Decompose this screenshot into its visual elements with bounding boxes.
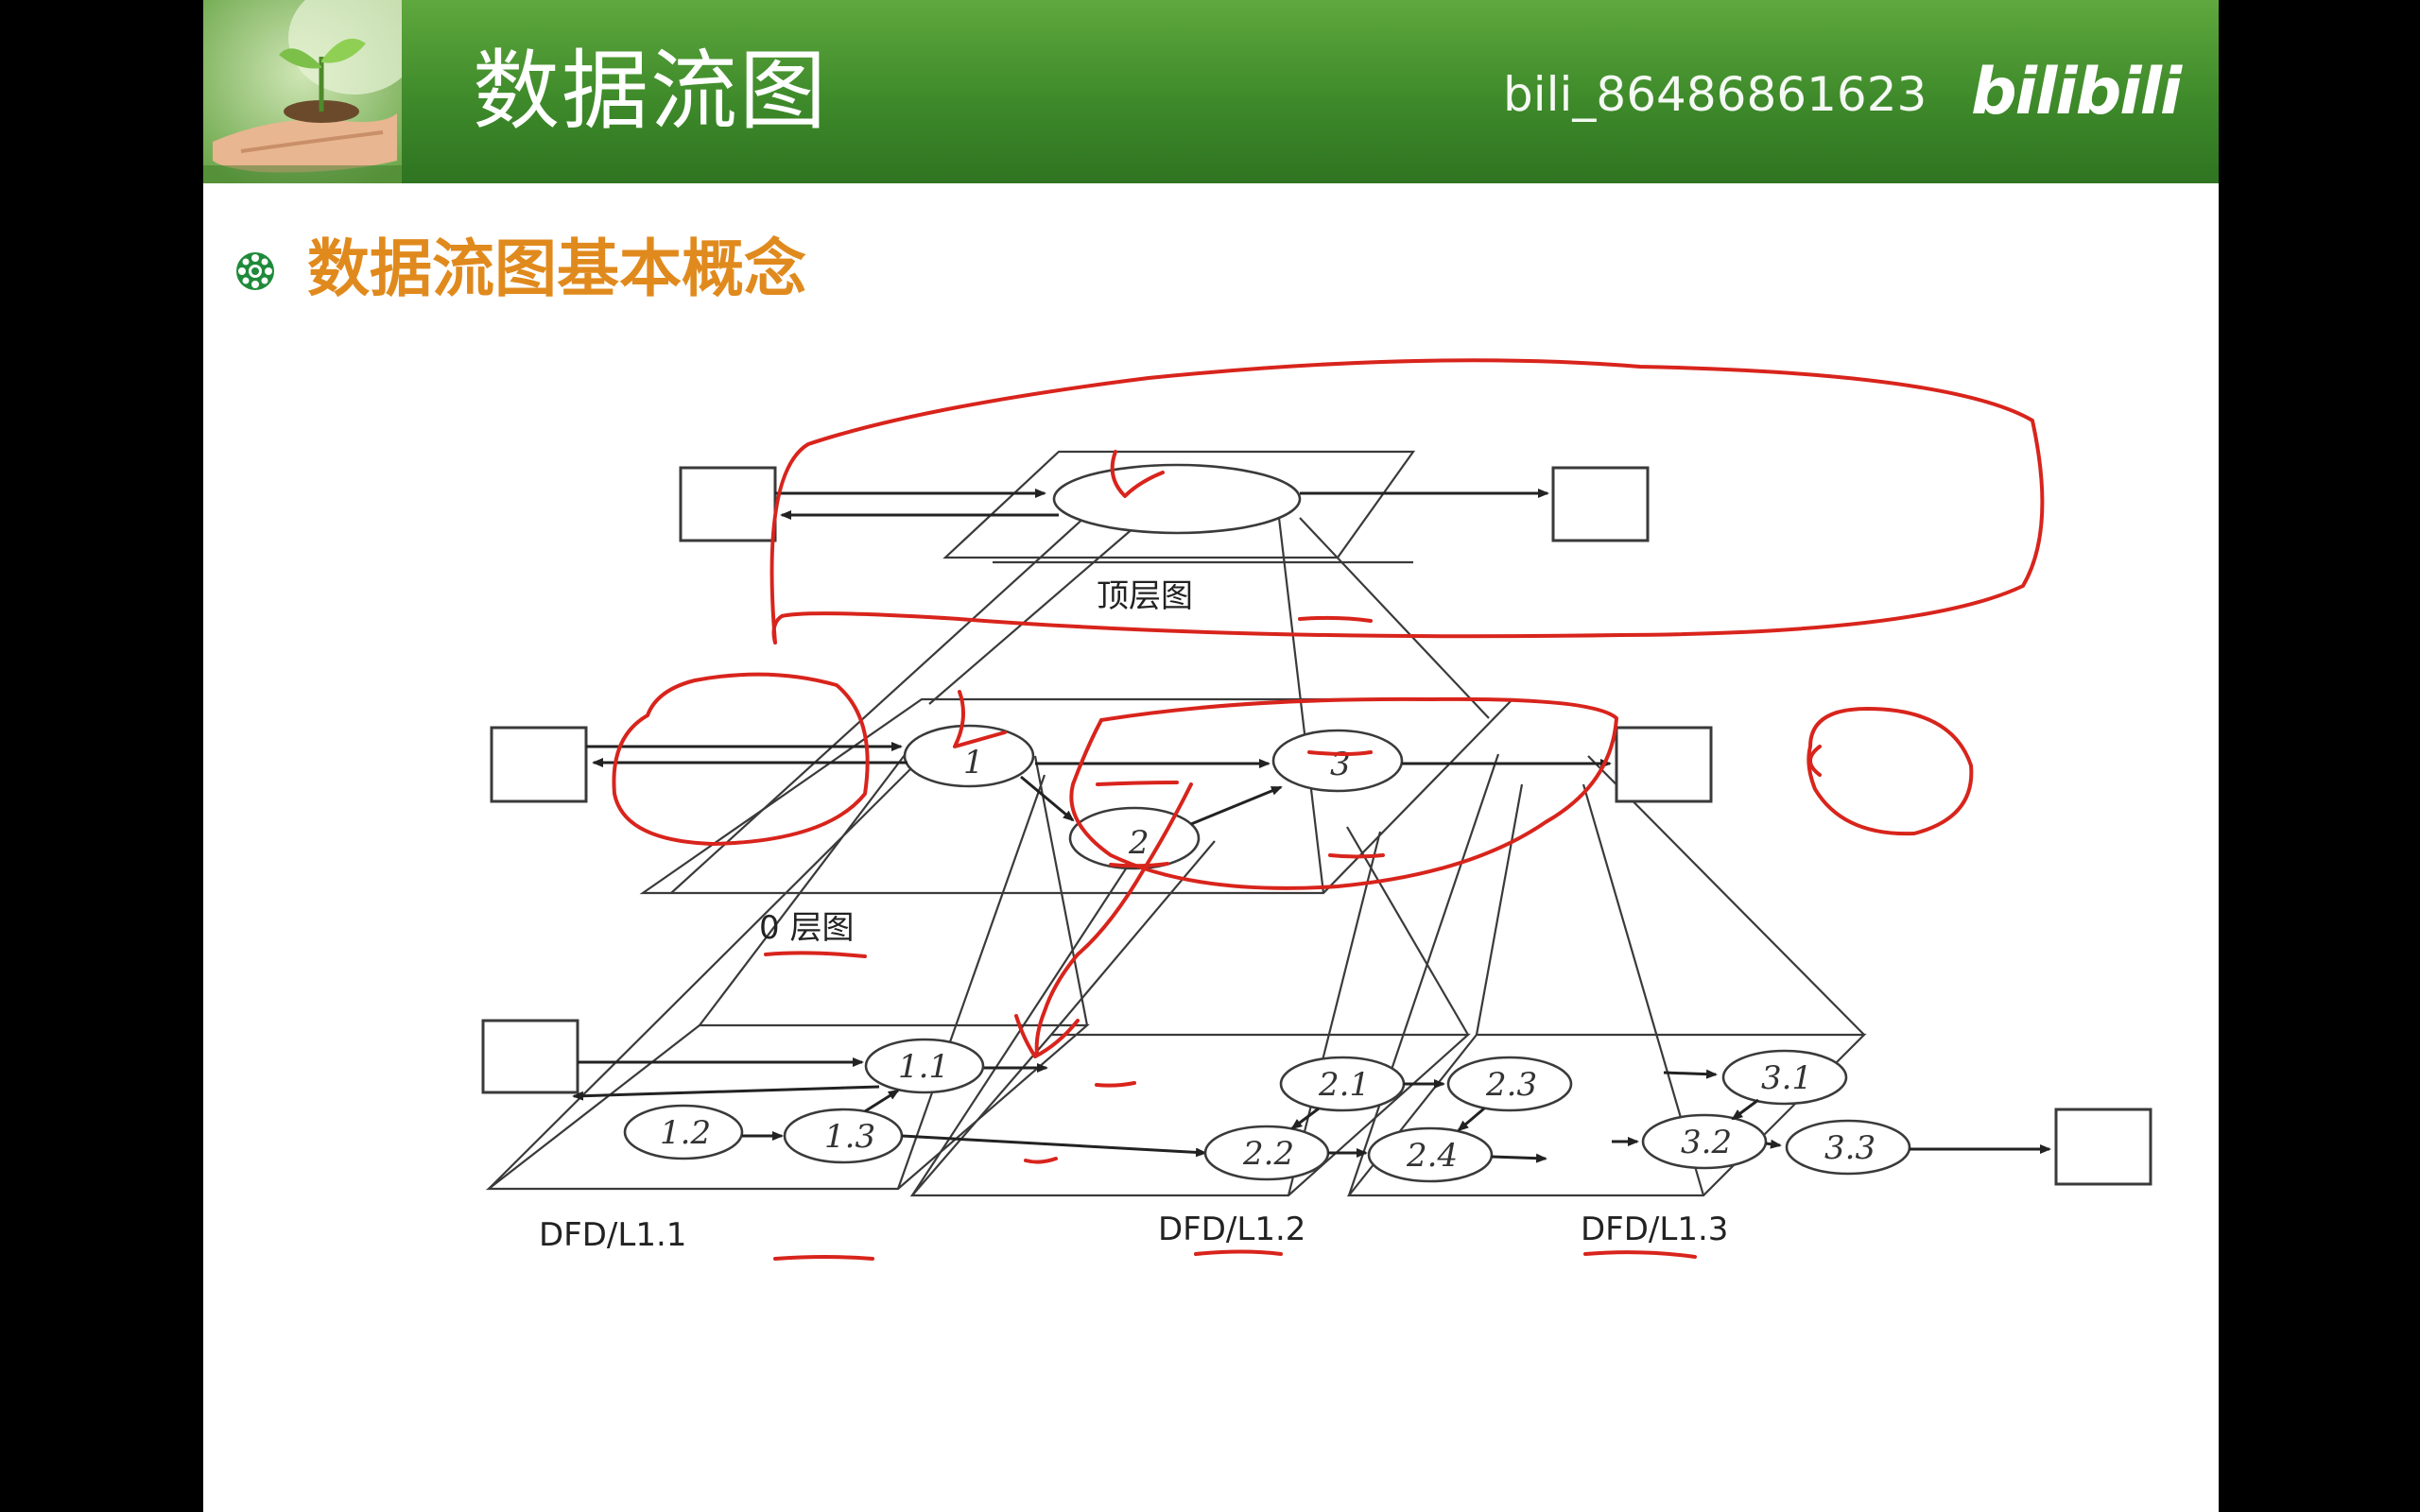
dfd-l12: 2.1 2.2 2.3 2.4 DFD/L1.2 — [1158, 1056, 1573, 1248]
level0-sink-box — [1615, 726, 1713, 803]
watermark-username: bili_86486861623 — [1503, 67, 1927, 122]
red-loop-top — [769, 358, 2045, 644]
process-2-3-label: 2.3 — [1485, 1066, 1537, 1104]
top-level-caption: 顶层图 — [1097, 577, 1193, 615]
red-annotations — [612, 358, 2045, 1261]
top-source-box — [679, 466, 777, 542]
red-loop-left — [612, 672, 870, 846]
process-2-1-label: 2.1 — [1318, 1066, 1370, 1104]
slide-title: 数据流图 — [473, 41, 829, 142]
red-arrow-down — [1034, 782, 1193, 1056]
process-2-2-label: 2.2 — [1242, 1135, 1294, 1173]
process-3-label: 3 — [1330, 746, 1351, 783]
level0-caption: 0 层图 — [759, 909, 854, 947]
process-3-2 — [1641, 1113, 1768, 1170]
process-1-2 — [623, 1104, 744, 1160]
l13-sink-box — [2054, 1108, 2152, 1186]
process-2 — [1068, 806, 1201, 870]
process-1-2-label: 1.2 — [660, 1114, 711, 1152]
top-sink-box — [1551, 466, 1650, 542]
red-loop-middle — [1069, 696, 1618, 890]
l11-caption: DFD/L1.1 — [539, 1216, 686, 1254]
process-2-3 — [1446, 1056, 1573, 1112]
dfd-l11: 1.1 1.2 1.3 DFD/L1.1 — [481, 1019, 1207, 1254]
section-heading: 数据流图基本概念 — [307, 232, 806, 305]
process-2-label: 2 — [1128, 824, 1150, 862]
dfd-layer-diagram: 顶层图 1 2 3 0 层图 1.1 1.2 — [481, 358, 2152, 1261]
dfd-l13: 3.1 3.2 3.3 DFD/L1.3 — [1581, 1049, 2152, 1248]
flower-bullet-icon — [236, 252, 274, 290]
process-3-3-label: 3.3 — [1824, 1129, 1876, 1167]
title-banner: 数据流图 bili_86486861623 bilibili — [203, 0, 2219, 183]
process-1-label: 1 — [963, 744, 984, 782]
process-3-1 — [1721, 1049, 1848, 1106]
process-2-4 — [1367, 1126, 1494, 1183]
seedling-in-hands-image — [203, 0, 402, 183]
process-3-1-label: 3.1 — [1761, 1059, 1812, 1097]
l12-caption: DFD/L1.2 — [1158, 1211, 1305, 1248]
process-1-1 — [864, 1038, 985, 1094]
top-process-oval — [1052, 463, 1302, 535]
process-1 — [903, 724, 1035, 788]
process-3-3 — [1785, 1119, 1911, 1176]
top-level: 顶层图 — [679, 463, 1650, 615]
process-3-2-label: 3.2 — [1681, 1124, 1732, 1161]
level0: 1 2 3 0 层图 — [490, 724, 1713, 947]
bilibili-logo: bilibili — [1971, 55, 2182, 129]
l11-source-box — [481, 1019, 579, 1094]
process-2-4-label: 2.4 — [1406, 1137, 1458, 1175]
process-3 — [1271, 729, 1404, 793]
red-loop-right — [1806, 707, 1974, 836]
level0-source-box — [490, 726, 588, 803]
slide: 数据流图 bili_86486861623 bilibili 数据流图基本概念 — [203, 0, 2219, 1512]
l13-caption: DFD/L1.3 — [1581, 1211, 1728, 1248]
process-1-3-label: 1.3 — [824, 1118, 875, 1156]
process-1-1-label: 1.1 — [898, 1048, 949, 1086]
level0-plane — [639, 697, 1515, 895]
